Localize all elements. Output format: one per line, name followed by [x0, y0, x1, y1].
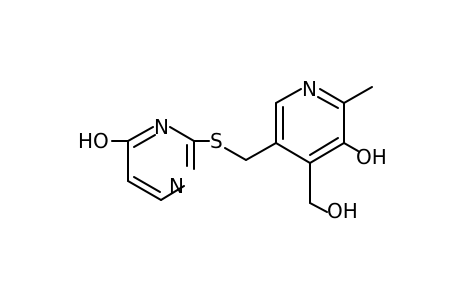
bond-n1-c6 — [160, 185, 185, 201]
nitrogen-label-pyrimidine-n1: N — [169, 174, 184, 198]
bond-ch2-oh — [309, 202, 328, 213]
bond-c6-c5 — [127, 180, 162, 201]
bond-c4-c5 — [275, 142, 311, 164]
bond-c6-n1 — [275, 88, 302, 104]
bond-s-ch2 — [224, 147, 247, 161]
nitrogen-label-pyrimidine-n3: N — [154, 115, 169, 139]
bond-c6-c5-double — [133, 176, 161, 193]
bond-n1-c2-double — [317, 96, 339, 109]
bond-c4-n3 — [127, 126, 154, 142]
bond-c3-oh — [343, 142, 359, 152]
bond-c4-n3-double — [133, 134, 156, 148]
bond-c3-c4 — [309, 142, 345, 164]
pyridine-ring — [275, 86, 373, 213]
bond-c3-c4-double — [309, 137, 339, 156]
bond-methyl — [343, 86, 373, 104]
bond-n1-c2 — [319, 88, 345, 104]
pyrimidine-ring — [111, 126, 195, 201]
sulfur-label: S — [210, 129, 223, 153]
hydroxyl-label-pyrimidine: HO — [78, 129, 109, 153]
thioether-linker — [193, 140, 277, 161]
hydroxyl-label-hydroxymethyl: OH — [327, 199, 358, 223]
bond-ch2-c5pyr — [245, 142, 277, 161]
nitrogen-label-pyridine: N — [302, 77, 317, 101]
hydroxyl-label-ring: OH — [356, 145, 387, 169]
bond-n3-c2 — [169, 126, 195, 142]
